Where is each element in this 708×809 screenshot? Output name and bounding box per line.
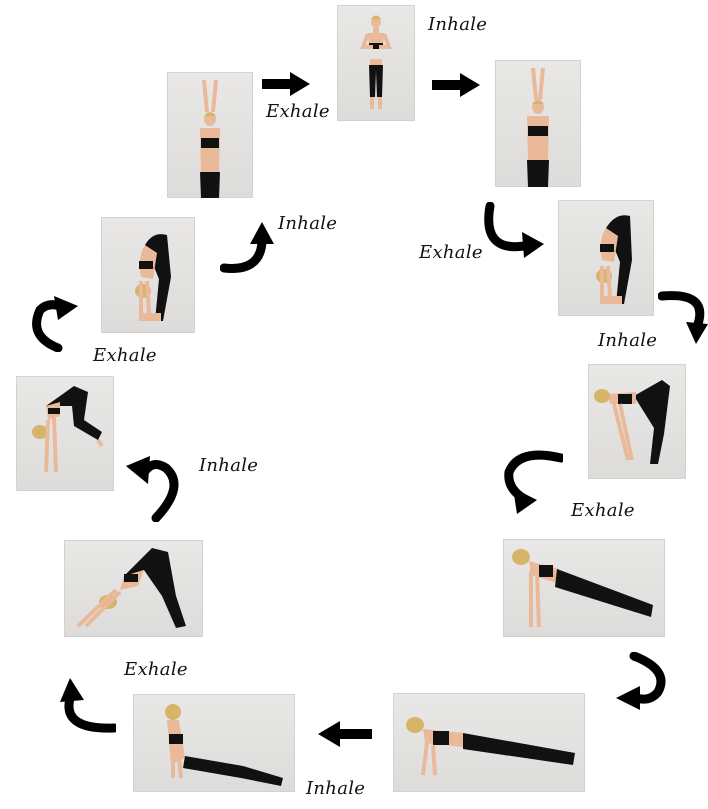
low-plank-figure bbox=[406, 717, 575, 776]
raised-arms-right-figure bbox=[527, 67, 549, 187]
curved-arrow-icon bbox=[220, 220, 276, 280]
forward-fold-left-photo bbox=[101, 217, 195, 333]
upward-dog-photo bbox=[133, 694, 295, 792]
curved-arrow-icon bbox=[503, 448, 563, 514]
breath-label-inhale: Inhale bbox=[199, 455, 259, 476]
arrow-left-icon bbox=[318, 721, 372, 747]
curved-arrow-icon bbox=[614, 652, 666, 710]
half-lift-right-figure bbox=[594, 380, 670, 464]
forward-fold-right-figure bbox=[596, 215, 632, 304]
lunge-left-photo bbox=[16, 376, 114, 491]
upward-dog-figure bbox=[165, 704, 283, 786]
prayer-pose-figure bbox=[360, 15, 392, 109]
raised-arms-left-figure bbox=[200, 79, 220, 198]
breath-label-exhale: Exhale bbox=[124, 659, 188, 680]
forward-fold-left-figure bbox=[135, 234, 171, 321]
plank-right-figure bbox=[512, 549, 653, 628]
breath-label-exhale: Exhale bbox=[571, 500, 635, 521]
half-lift-right-photo bbox=[588, 364, 686, 479]
lunge-left-figure bbox=[32, 386, 104, 473]
breath-label-inhale: Inhale bbox=[598, 330, 658, 351]
arrow-right-icon bbox=[262, 72, 310, 96]
raised-arms-right-photo bbox=[495, 60, 581, 187]
curved-arrow-icon bbox=[658, 290, 708, 346]
raised-arms-left-photo bbox=[167, 72, 253, 198]
breath-label-inhale: Inhale bbox=[428, 14, 488, 35]
curved-arrow-icon bbox=[126, 456, 186, 522]
curved-arrow-icon bbox=[480, 202, 546, 262]
plank-right-photo bbox=[503, 539, 665, 637]
breath-label-inhale: Inhale bbox=[306, 778, 366, 799]
forward-fold-right-photo bbox=[558, 200, 654, 316]
low-plank-photo bbox=[393, 693, 585, 792]
curved-arrow-icon bbox=[30, 296, 80, 352]
breath-label-exhale: Exhale bbox=[266, 101, 330, 122]
arrow-right-icon bbox=[432, 73, 480, 97]
prayer-pose-photo bbox=[337, 5, 415, 121]
breath-label-exhale: Exhale bbox=[419, 242, 483, 263]
downward-dog-photo bbox=[64, 540, 203, 637]
curved-arrow-icon bbox=[60, 676, 116, 734]
breath-label-inhale: Inhale bbox=[278, 213, 338, 234]
breath-label-exhale: Exhale bbox=[93, 345, 157, 366]
downward-dog-figure bbox=[76, 548, 186, 628]
